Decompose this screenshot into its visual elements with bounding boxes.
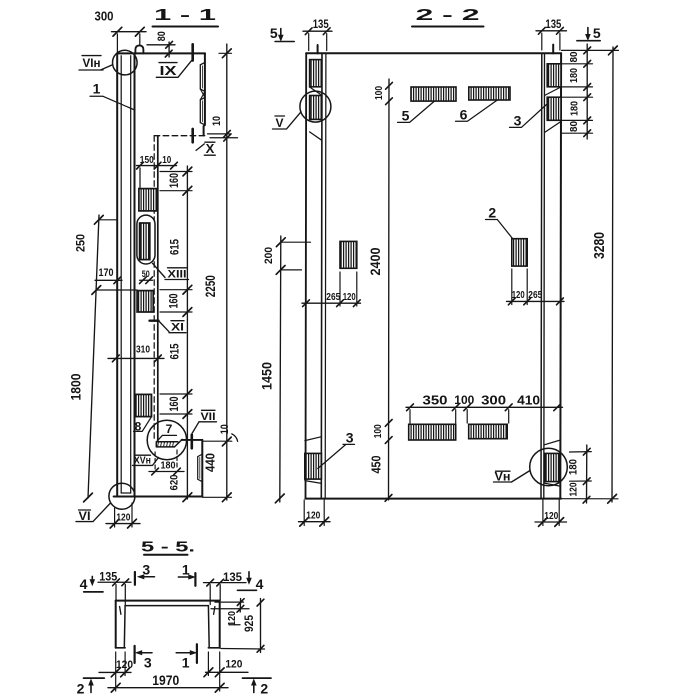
svg-text:450: 450 [369, 455, 383, 473]
svg-text:V: V [275, 116, 283, 130]
svg-text:1 - 1: 1 - 1 [154, 7, 216, 24]
svg-text:135: 135 [545, 19, 562, 31]
svg-text:XVн: XVн [134, 455, 151, 467]
svg-text:4: 4 [80, 576, 88, 592]
svg-text:80: 80 [156, 31, 168, 41]
svg-text:100: 100 [373, 86, 385, 100]
svg-text:1: 1 [93, 81, 101, 97]
svg-text:5: 5 [270, 25, 278, 41]
svg-text:1800: 1800 [68, 373, 84, 400]
svg-text:440: 440 [203, 453, 218, 472]
svg-text:160: 160 [169, 173, 181, 188]
svg-text:X: X [206, 141, 215, 156]
svg-text:3: 3 [142, 561, 150, 577]
svg-text:80: 80 [568, 51, 580, 62]
svg-text:80: 80 [568, 121, 580, 132]
svg-text:160: 160 [169, 397, 181, 412]
svg-text:120: 120 [343, 291, 356, 303]
svg-text:120: 120 [567, 482, 579, 496]
svg-text:VI: VI [79, 511, 91, 523]
svg-text:5 - 5.: 5 - 5. [141, 539, 195, 556]
svg-text:135: 135 [99, 570, 117, 584]
svg-text:2: 2 [77, 681, 85, 697]
svg-text:180: 180 [161, 459, 176, 471]
svg-text:135: 135 [313, 19, 330, 31]
svg-text:8: 8 [135, 419, 142, 433]
svg-text:7: 7 [166, 422, 173, 436]
svg-text:135: 135 [223, 570, 242, 584]
svg-text:2: 2 [488, 205, 496, 221]
svg-text:10: 10 [162, 154, 171, 166]
svg-text:XIII: XIII [168, 268, 187, 280]
svg-text:1: 1 [182, 561, 190, 577]
svg-text:1450: 1450 [260, 362, 275, 390]
svg-text:120: 120 [225, 659, 242, 671]
svg-text:2 - 2: 2 - 2 [416, 7, 480, 24]
svg-text:925: 925 [244, 614, 256, 632]
svg-text:1: 1 [182, 655, 190, 671]
svg-text:5: 5 [593, 25, 601, 41]
svg-text:6: 6 [460, 106, 468, 122]
svg-text:250: 250 [76, 234, 88, 252]
svg-text:5: 5 [402, 108, 410, 124]
svg-text:180: 180 [568, 68, 580, 83]
svg-text:265: 265 [326, 291, 340, 303]
svg-text:120: 120 [306, 509, 320, 521]
svg-text:2250: 2250 [203, 275, 218, 297]
svg-text:4: 4 [256, 576, 264, 592]
svg-text:VII: VII [201, 411, 216, 423]
svg-text:620: 620 [168, 475, 180, 491]
svg-text:410: 410 [517, 393, 540, 408]
svg-text:IX: IX [160, 63, 177, 78]
svg-text:Vн: Vн [495, 471, 511, 483]
svg-text:180: 180 [567, 459, 579, 475]
svg-text:300: 300 [95, 9, 114, 23]
svg-text:1970: 1970 [152, 673, 179, 688]
svg-text:100: 100 [372, 424, 384, 438]
svg-text:3: 3 [144, 655, 152, 671]
svg-text:120: 120 [544, 510, 558, 522]
svg-text:50: 50 [142, 269, 150, 280]
svg-text:310: 310 [136, 344, 150, 356]
svg-text:160: 160 [169, 294, 181, 309]
svg-text:3: 3 [346, 429, 354, 445]
svg-text:3: 3 [514, 113, 522, 129]
svg-text:615: 615 [170, 343, 182, 360]
svg-text:10: 10 [211, 116, 223, 126]
svg-text:615: 615 [170, 238, 182, 255]
svg-text:350: 350 [423, 393, 448, 408]
svg-text:2: 2 [260, 681, 268, 697]
svg-text:120: 120 [116, 512, 130, 524]
svg-text:200: 200 [263, 247, 275, 264]
svg-text:3280: 3280 [592, 232, 608, 259]
svg-text:120: 120 [226, 611, 238, 626]
svg-text:180: 180 [569, 101, 581, 116]
svg-text:XI: XI [171, 322, 184, 334]
svg-text:2400: 2400 [367, 247, 383, 275]
svg-text:300: 300 [481, 393, 506, 408]
svg-text:170: 170 [99, 267, 114, 279]
svg-text:VIн: VIн [83, 58, 101, 70]
svg-text:10: 10 [219, 424, 231, 434]
svg-text:265: 265 [528, 289, 542, 301]
